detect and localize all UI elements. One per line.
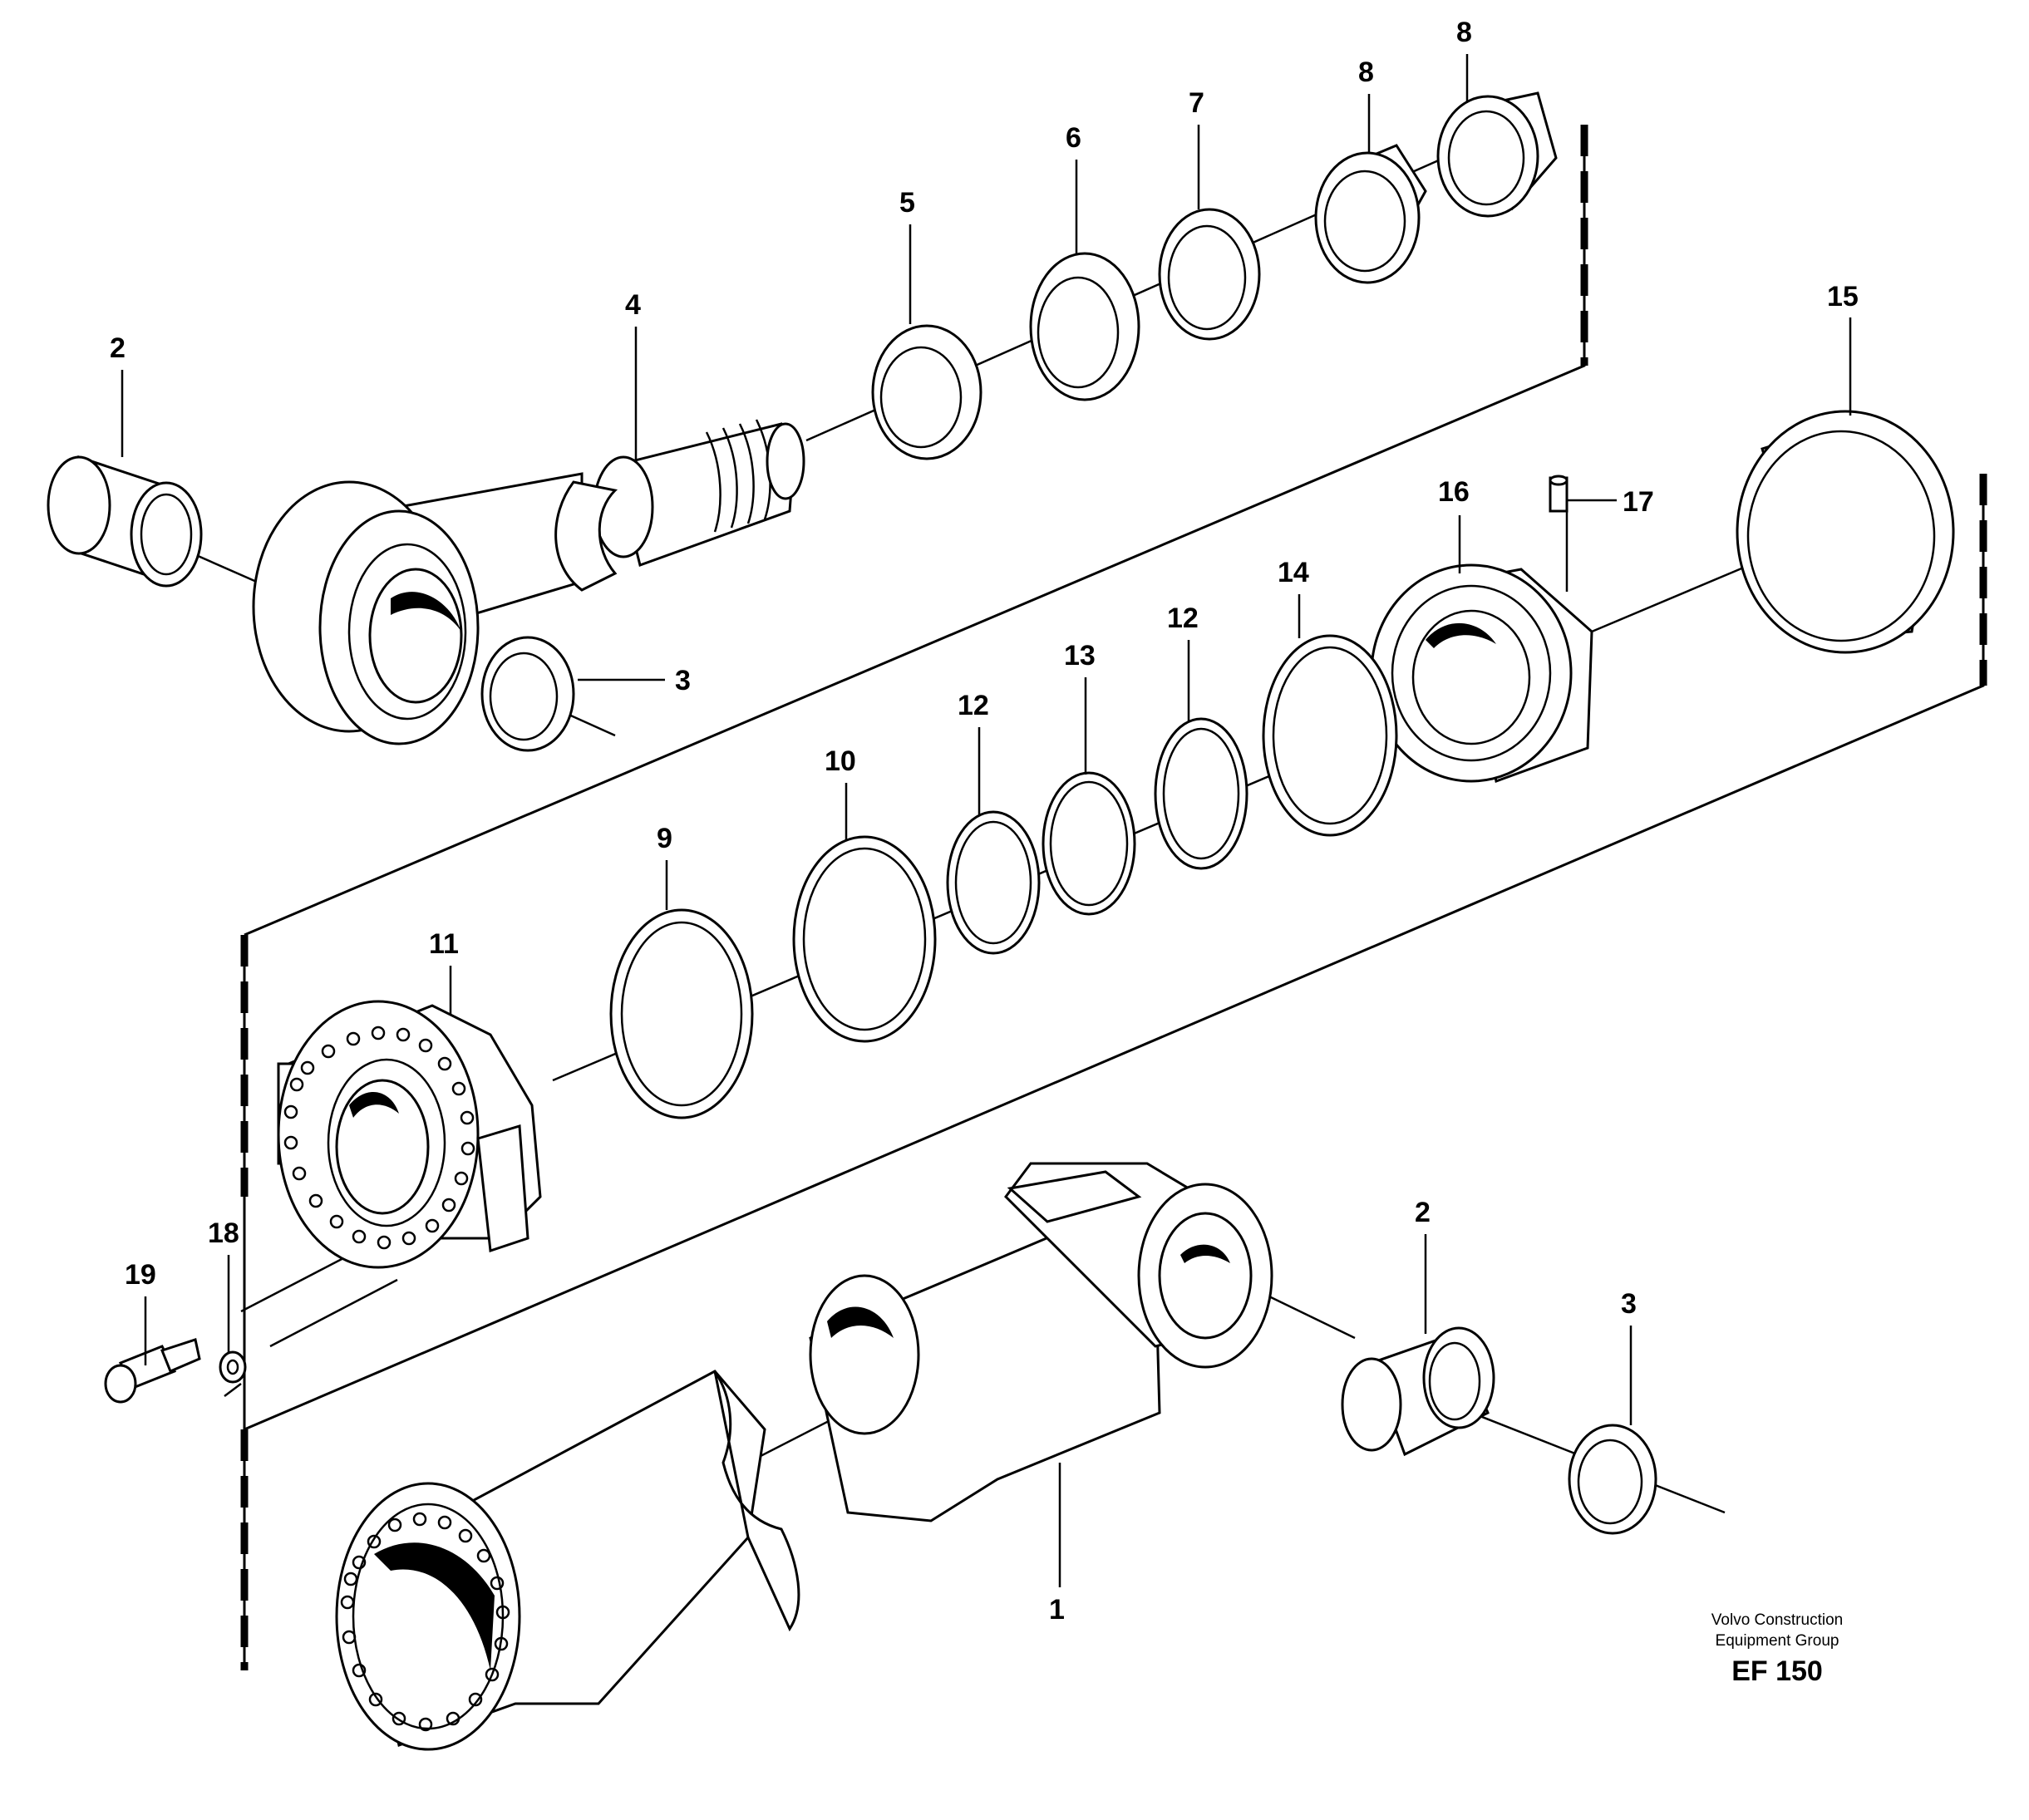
label-4: 4 xyxy=(625,289,641,321)
label-7: 7 xyxy=(1189,87,1204,119)
bushing-part-8a xyxy=(1314,144,1427,284)
bushing-part-2-upper xyxy=(47,455,203,588)
label-14: 14 xyxy=(1278,557,1309,588)
screw-part-19 xyxy=(104,1338,201,1404)
ring-part-5 xyxy=(871,324,982,460)
ring-part-6 xyxy=(1029,252,1140,401)
label-10: 10 xyxy=(825,745,856,777)
credit-block: Volvo Construction Equipment Group EF 15… xyxy=(1711,1611,1843,1687)
label-8b: 8 xyxy=(1456,17,1472,48)
label-6: 6 xyxy=(1066,122,1081,154)
ring-part-14 xyxy=(1262,634,1398,837)
seal-ring-part-3-lower xyxy=(1568,1424,1657,1535)
washer-part-18 xyxy=(219,1350,247,1384)
seal-ring-part-3-upper xyxy=(480,636,575,752)
ring-part-12a xyxy=(946,810,1041,955)
leader-lines xyxy=(121,54,1852,1587)
label-15: 15 xyxy=(1827,281,1859,312)
label-1: 1 xyxy=(1049,1594,1065,1626)
ring-part-13 xyxy=(1042,771,1136,916)
label-2b: 2 xyxy=(1415,1197,1431,1228)
bushing-part-8b xyxy=(1436,91,1558,218)
ring-part-15 xyxy=(1736,410,1955,654)
label-8a: 8 xyxy=(1358,57,1374,88)
ring-part-10 xyxy=(792,835,937,1043)
label-12b: 12 xyxy=(1167,603,1199,634)
ring-part-12b xyxy=(1154,717,1248,870)
cylinder-head-part-11 xyxy=(277,1000,542,1269)
credit-line-1: Volvo Construction xyxy=(1711,1611,1843,1629)
label-3b: 3 xyxy=(1621,1288,1637,1320)
figure-code: EF 150 xyxy=(1731,1655,1823,1687)
label-9: 9 xyxy=(657,823,672,854)
part-labels: 2 4 3 5 6 7 8 8 15 16 17 14 12 13 12 10 … xyxy=(110,17,1859,1626)
upper-frame xyxy=(244,125,1588,937)
label-19: 19 xyxy=(125,1259,156,1291)
rod-thread-grooves xyxy=(705,419,805,533)
ring-part-7 xyxy=(1158,208,1261,341)
label-3a: 3 xyxy=(675,665,691,696)
bushing-part-2-lower xyxy=(1341,1326,1495,1457)
label-11: 11 xyxy=(429,928,459,960)
label-16: 16 xyxy=(1438,476,1470,508)
label-18: 18 xyxy=(208,1217,239,1249)
label-13: 13 xyxy=(1064,640,1096,671)
head-bolt-holes xyxy=(283,1026,475,1250)
credit-line-2: Equipment Group xyxy=(1716,1632,1839,1650)
set-screw-part-17 xyxy=(1549,475,1569,513)
piston-rod-part-4 xyxy=(252,419,805,745)
tube-flange-bolt-holes xyxy=(340,1512,510,1732)
piston-part-16 xyxy=(1370,563,1593,784)
ring-part-9 xyxy=(609,908,754,1119)
label-12a: 12 xyxy=(958,690,989,721)
middle-frame xyxy=(240,474,1987,1432)
label-17: 17 xyxy=(1623,486,1654,518)
cylinder-tube-part-1 xyxy=(335,1162,1273,1751)
label-5: 5 xyxy=(899,187,915,219)
label-2a: 2 xyxy=(110,332,126,364)
